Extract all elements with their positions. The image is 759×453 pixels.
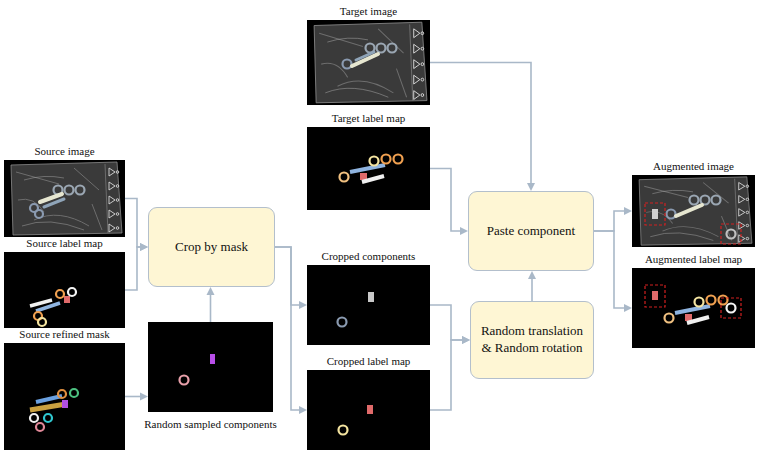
connector-arrow: [430, 305, 470, 344]
connector-line: [275, 247, 300, 410]
process-box: Random translation & Random rotation: [470, 301, 594, 379]
image-panel: Random sampled components: [148, 322, 273, 412]
box-label: Crop by mask: [175, 239, 248, 256]
connector-line: [430, 169, 461, 232]
arrow-head: [528, 271, 536, 279]
process-box: Crop by mask: [148, 207, 275, 287]
connector-arrow: [430, 169, 468, 236]
connector-arrow: [528, 271, 536, 301]
panel-caption: Augmented label map: [645, 253, 742, 266]
panel-caption: Cropped label map: [327, 355, 411, 368]
arrow-head: [140, 243, 148, 251]
arrow-head: [140, 393, 148, 401]
image-panel: Source image: [4, 160, 125, 237]
connector-line: [594, 231, 625, 308]
connector-line: [125, 247, 141, 290]
arrow-head: [462, 336, 470, 344]
arrow-head: [624, 304, 632, 312]
connector-arrow: [594, 231, 632, 312]
connector-line: [125, 396, 141, 398]
connector-line: [210, 294, 212, 322]
image-panel: Cropped components: [307, 265, 430, 345]
connector-line: [430, 340, 463, 410]
panel-caption: Source image: [34, 145, 94, 158]
image-panel: Augmented image: [632, 175, 755, 247]
connector-arrow: [125, 199, 148, 252]
connector-line: [275, 247, 300, 305]
panel-caption: Target label map: [332, 112, 406, 125]
image-panel: Source refined mask: [4, 343, 125, 450]
connector-arrow: [207, 287, 215, 322]
box-text-group: Random translation & Random rotation: [479, 323, 585, 357]
arrow-head: [140, 243, 148, 251]
arrow-head: [527, 183, 535, 191]
panel-caption: Source refined mask: [19, 328, 109, 341]
panel-caption: Source label map: [26, 237, 102, 250]
connector-arrow: [275, 247, 307, 414]
arrow-head: [462, 336, 470, 344]
box-label: Random translation & Random rotation: [479, 323, 585, 357]
panel-caption: Random sampled components: [144, 418, 277, 431]
box-text-group: Paste component: [487, 223, 575, 240]
image-panel: Target image: [307, 20, 430, 105]
arrow-head: [207, 287, 215, 295]
arrow-head: [299, 406, 307, 414]
image-panel: Augmented label map: [632, 268, 755, 348]
connector-line: [125, 199, 141, 248]
image-panel: Cropped label map: [307, 370, 430, 450]
image-panel: Source label map: [4, 252, 125, 328]
connector-line: [430, 305, 463, 340]
image-panel: Target label map: [307, 127, 430, 210]
panel-caption: Augmented image: [653, 160, 734, 173]
connector-arrow: [125, 393, 148, 401]
connector-arrow: [594, 207, 632, 231]
arrow-head: [460, 227, 468, 235]
connector-line: [531, 278, 533, 301]
connector-line: [594, 211, 625, 231]
panel-caption: Cropped components: [322, 250, 416, 263]
panel-caption: Target image: [340, 5, 397, 18]
arrow-head: [624, 207, 632, 215]
connector-line: [430, 63, 531, 185]
connector-arrow: [430, 336, 470, 410]
process-box: Paste component: [468, 191, 594, 271]
box-label: Paste component: [487, 223, 575, 240]
arrow-head: [299, 301, 307, 309]
box-text-group: Crop by mask: [175, 239, 248, 256]
connector-arrow: [430, 63, 535, 192]
connector-arrow: [125, 243, 148, 290]
